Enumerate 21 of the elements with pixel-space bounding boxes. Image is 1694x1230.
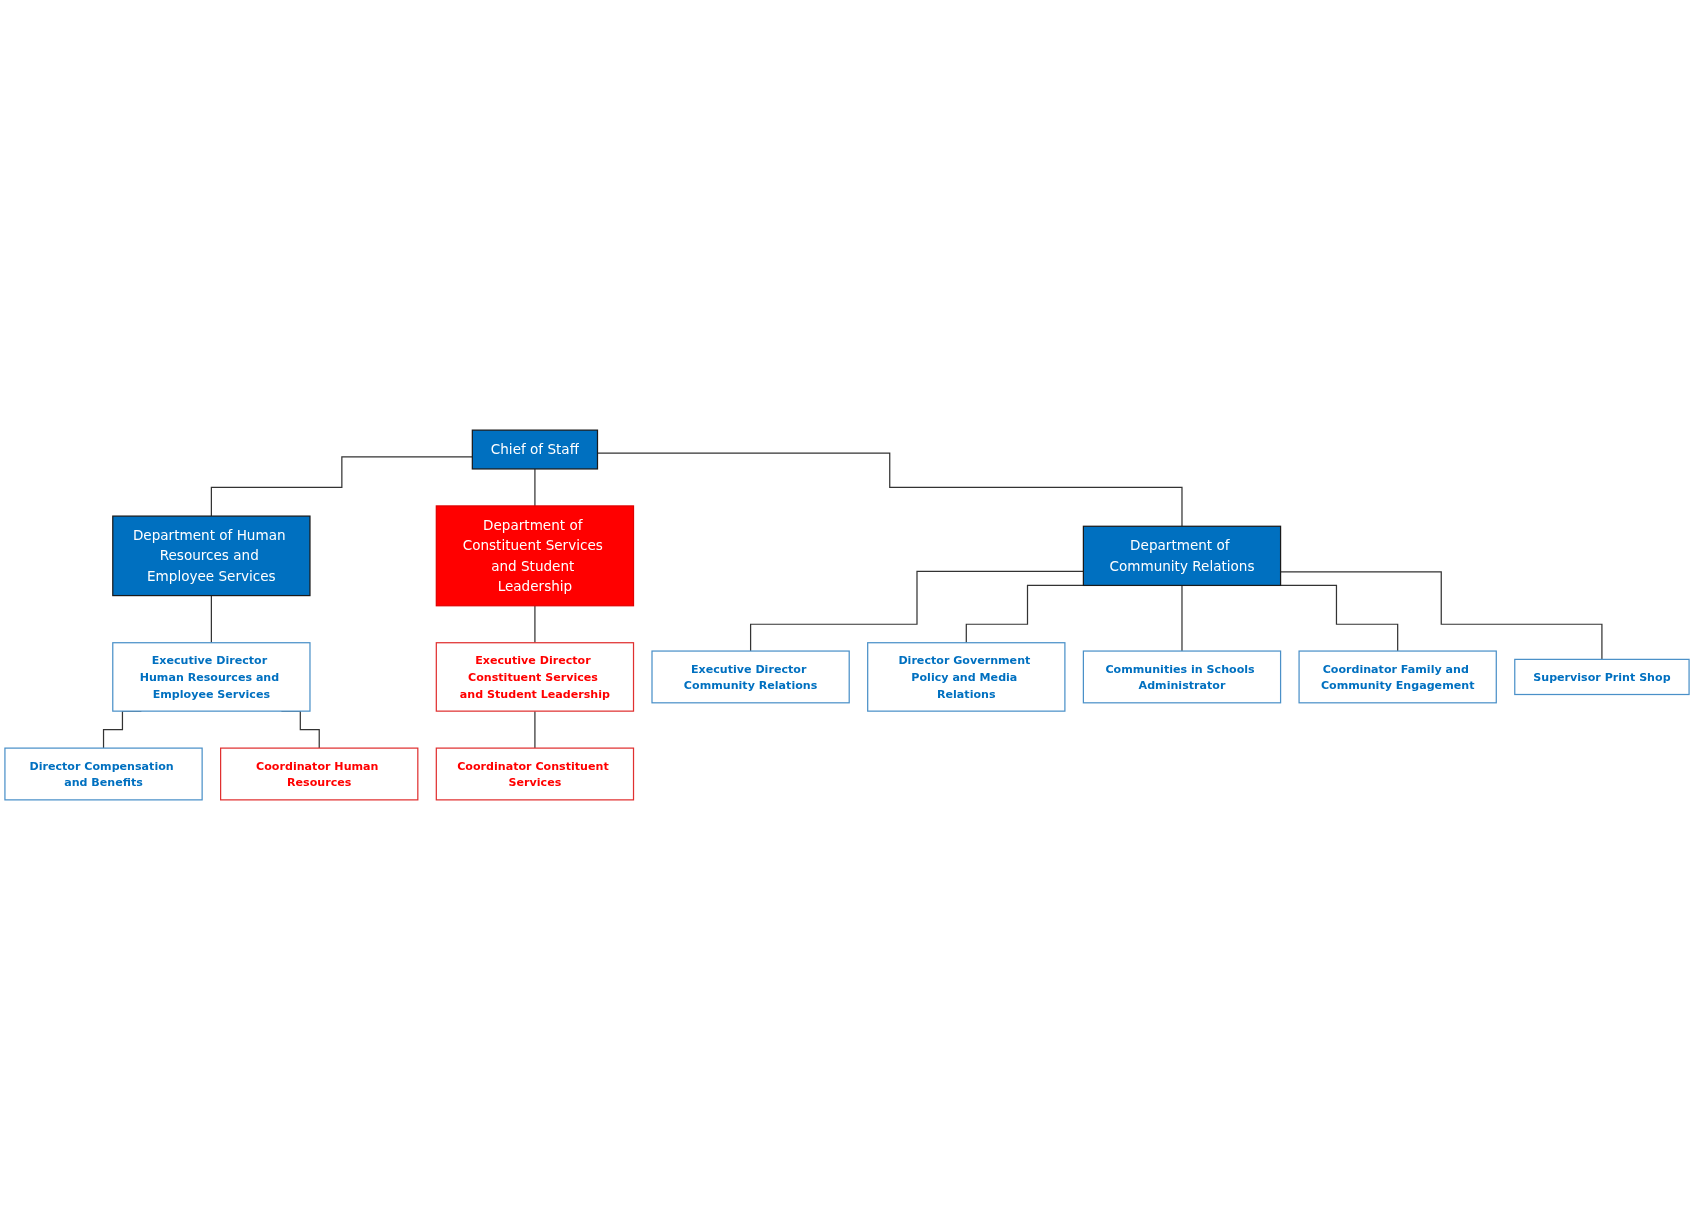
- connector: [210, 594, 212, 644]
- connector: [210, 456, 473, 517]
- node-box: Supervisor Print Shop: [1514, 658, 1690, 696]
- node-box: Coordinator Human Resources: [220, 747, 419, 801]
- node-box: Coordinator Constituent Services: [435, 747, 635, 801]
- node-box: Director Compensation and Benefits: [4, 747, 203, 801]
- node-box: Department of Constituent Services and Student Leadership: [435, 505, 635, 607]
- connector: [534, 468, 536, 507]
- node-box: Department of Human Resources and Employee Services: [112, 515, 311, 597]
- node-box: Coordinator Family and Community Engagement: [1298, 650, 1497, 704]
- node-box: Chief of Staff: [471, 429, 599, 470]
- connector: [750, 570, 1084, 652]
- connector: [534, 605, 536, 644]
- node-box: Executive Director Community Relations: [651, 650, 850, 704]
- node-box: Director Government Policy and Media Relations: [867, 642, 1066, 712]
- node-box: Department of Community Relations: [1082, 525, 1282, 587]
- connector: [534, 710, 536, 749]
- node-box: Executive Director Human Resources and Employee Services: [112, 642, 311, 712]
- node-box: Communities in Schools Administrator: [1082, 650, 1282, 704]
- node-box: Executive Director Constituent Services and Student Leadership: [435, 642, 635, 712]
- connector: [1181, 584, 1183, 652]
